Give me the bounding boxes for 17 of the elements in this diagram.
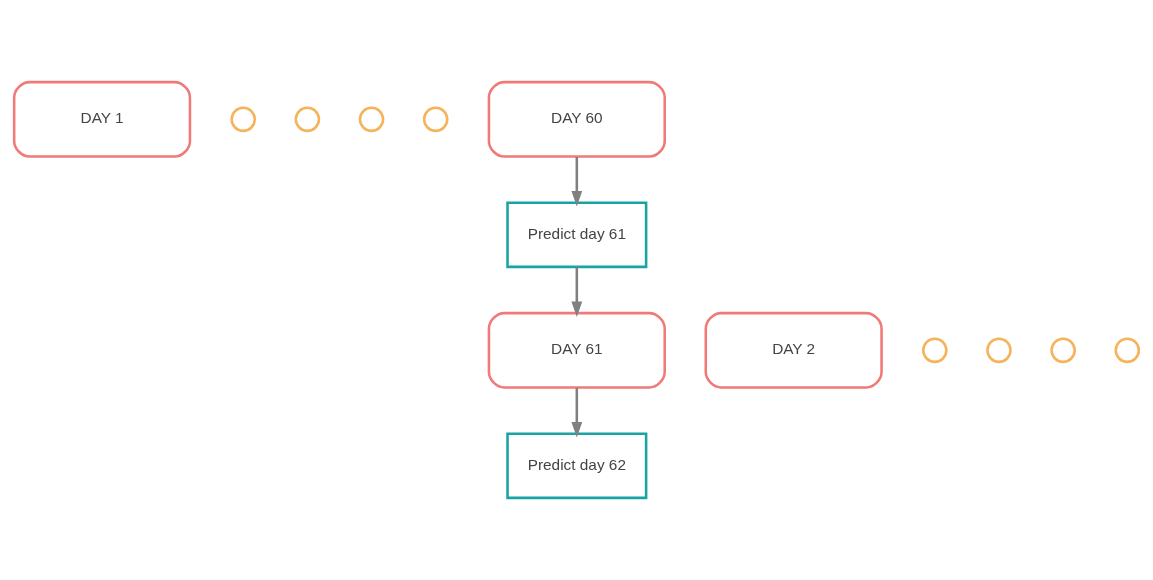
node-circle: [986, 337, 1012, 364]
node-circle: [1050, 337, 1076, 364]
arrow: [571, 157, 583, 207]
node-circle: [1114, 337, 1141, 364]
node-box: DAY 1: [12, 80, 192, 158]
node-box: Predict day 61: [506, 201, 648, 269]
node-circle: [358, 106, 385, 133]
node-box: DAY 2: [704, 311, 883, 389]
node-box: DAY 61: [487, 311, 666, 389]
arrow: [571, 266, 583, 317]
node-circle: [922, 337, 948, 364]
arrow: [571, 387, 583, 438]
node-circle: [294, 106, 321, 133]
node-box: DAY 60: [487, 80, 666, 158]
node-circle: [422, 106, 449, 133]
node-circle: [230, 106, 257, 133]
node-box: Predict day 62: [506, 432, 648, 500]
